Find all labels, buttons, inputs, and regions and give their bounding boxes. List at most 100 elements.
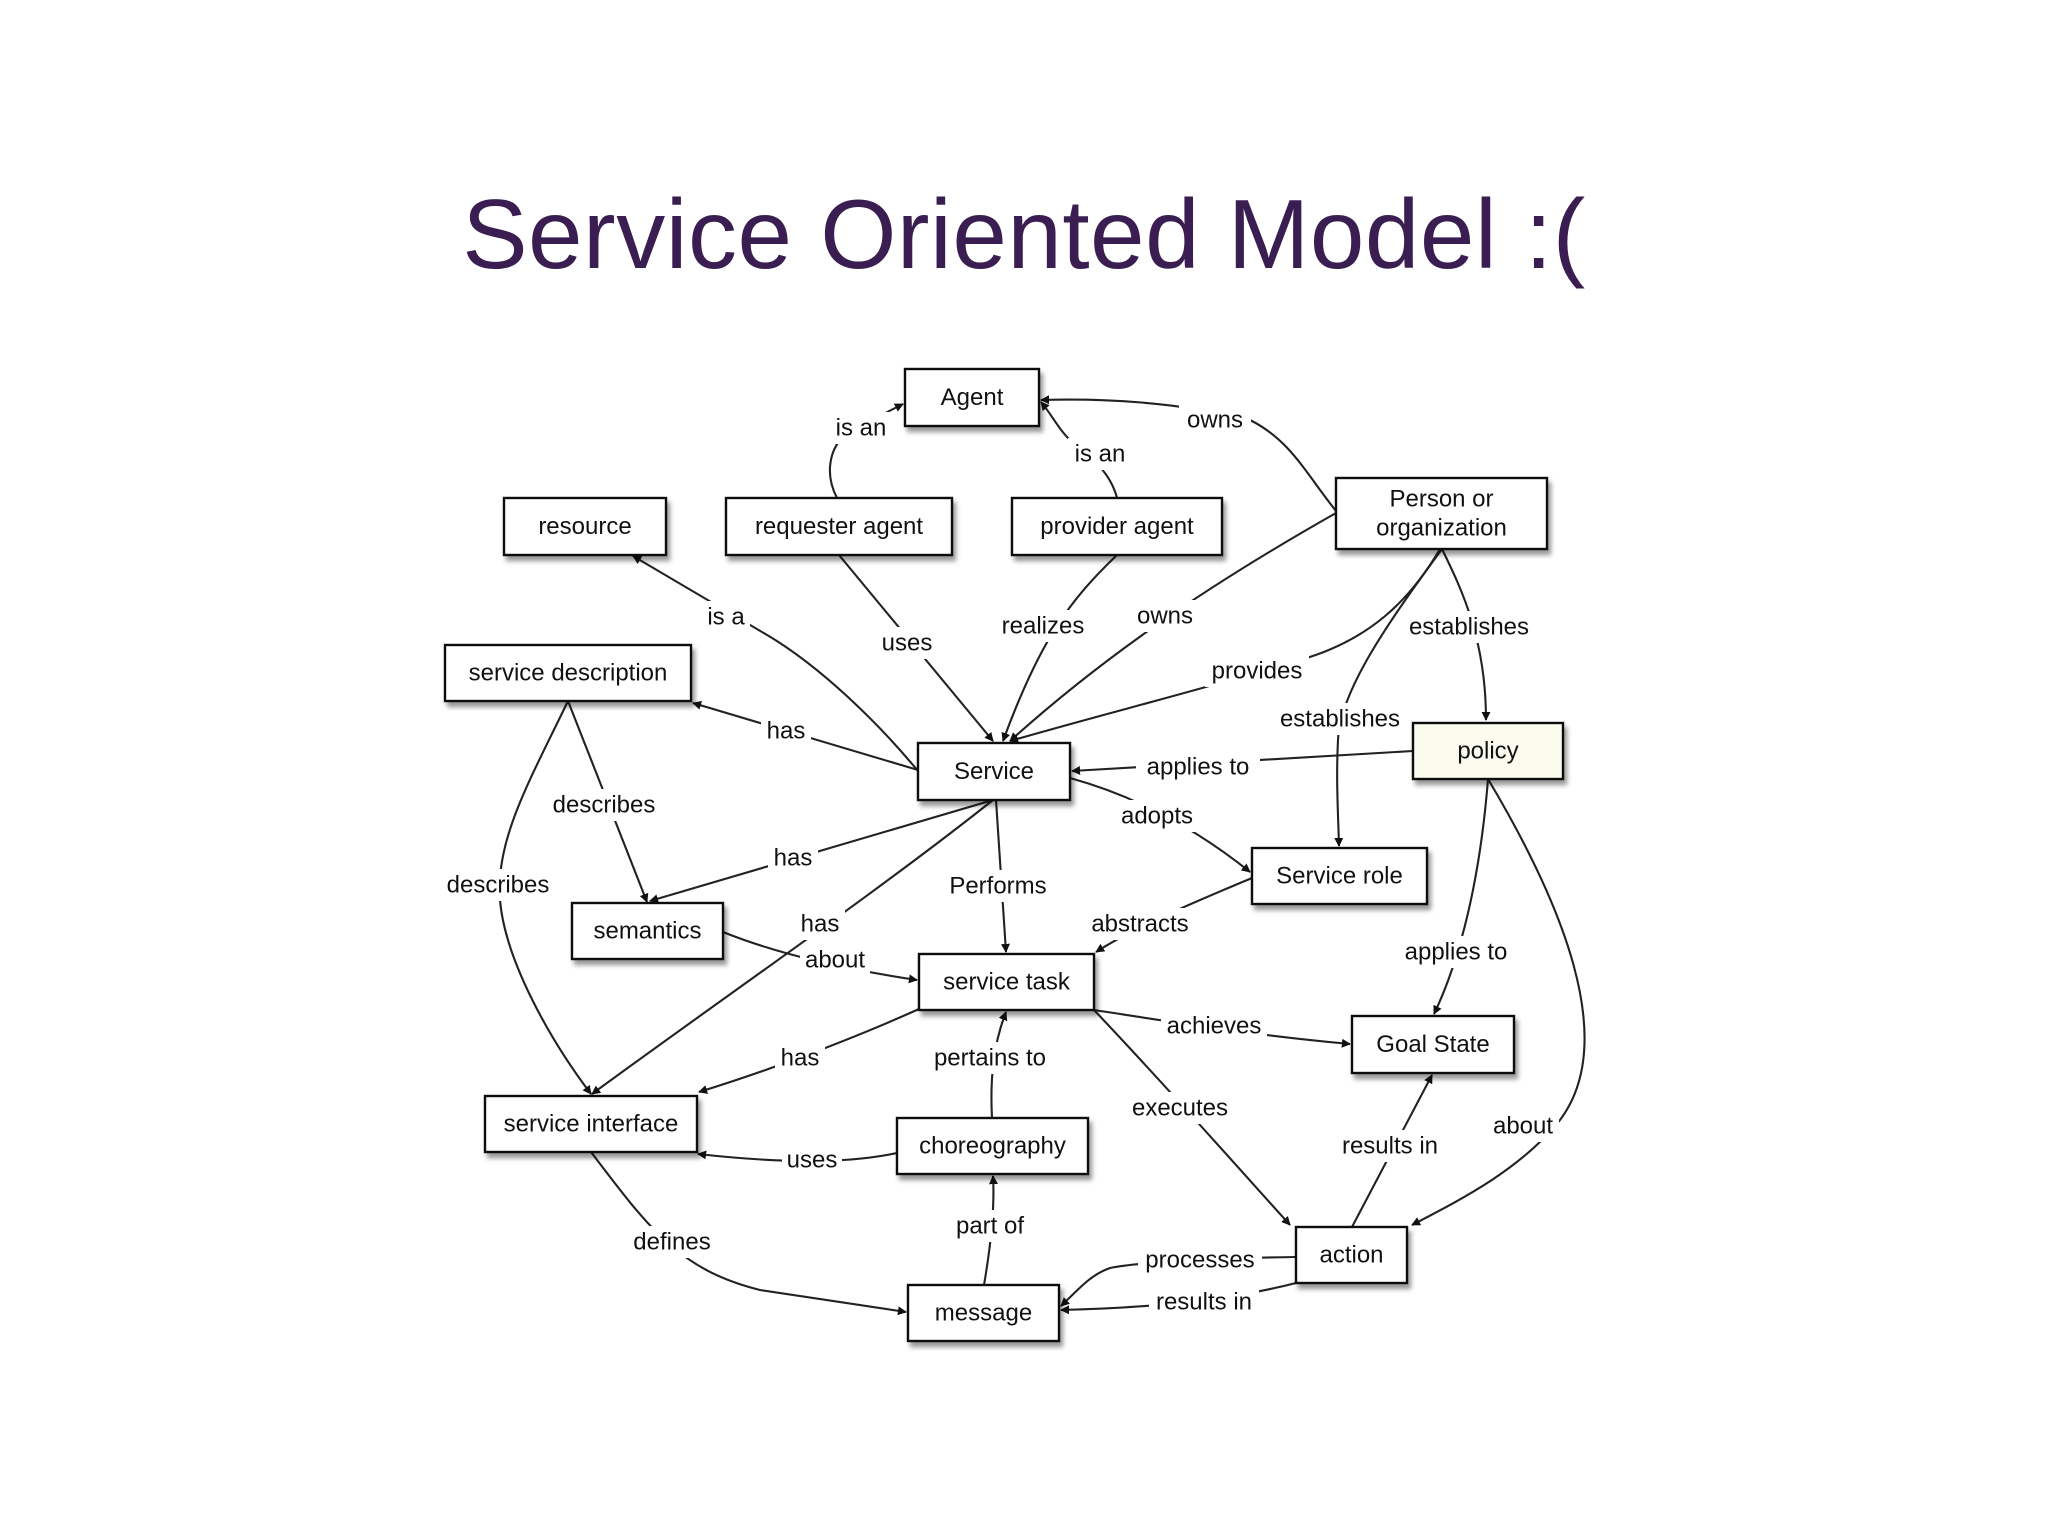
edge-label-gap: [1271, 703, 1409, 735]
edge-task-executes: executes: [1093, 1009, 1291, 1226]
node-box: [1010, 496, 1224, 557]
edge-semantics-about: about: [722, 931, 918, 984]
node-box: [895, 1116, 1090, 1176]
edge-label-gap: [950, 1210, 1030, 1242]
edge-label-gap: [1179, 404, 1251, 436]
node-goal-state: Goal State: [1350, 1014, 1516, 1075]
edge-label: realizes: [1002, 613, 1085, 640]
edge-label: applies to: [1405, 939, 1508, 966]
node-label: Agent: [941, 384, 1004, 411]
edge-label: achieves: [1167, 1013, 1262, 1040]
node-box: [443, 643, 693, 703]
edge-label: describes: [553, 792, 656, 819]
edge-action-processes: processes: [1060, 1244, 1297, 1307]
edge-label: owns: [1187, 407, 1243, 434]
node-requester-agent: requester agent: [724, 496, 954, 557]
edge-label: applies to: [1147, 754, 1250, 781]
node-label: semantics: [593, 918, 701, 945]
edge-label-gap: [702, 601, 750, 633]
node-service-description: service description: [443, 643, 693, 703]
edge-service-isa: is a: [632, 555, 919, 772]
edge-label-gap: [1335, 1130, 1445, 1162]
node-service-interface: service interface: [483, 1094, 699, 1154]
edge-policy-appliesto-goal: applies to: [1398, 778, 1514, 1015]
node-box: [724, 496, 954, 557]
node-action: action: [1294, 1225, 1409, 1285]
edge-task-achieves: achieves: [1093, 1008, 1351, 1048]
edge-person-owns-service: owns: [1009, 512, 1337, 742]
edge-line: [649, 798, 994, 904]
edge-policy-about-action: about: [1411, 778, 1586, 1226]
edge-action-results-message: results in: [1060, 1281, 1297, 1318]
slide-title: Service Oriented Model :(: [462, 179, 1586, 289]
node-label: Person or: [1389, 486, 1493, 513]
node-label: service task: [943, 969, 1071, 996]
node-box: [903, 367, 1041, 428]
edge-label-gap: [782, 1144, 842, 1176]
edge-label-gap: [829, 412, 893, 444]
node-policy: policy: [1411, 721, 1565, 781]
node-box: [916, 741, 1072, 802]
edge-label-gap: [800, 944, 870, 976]
node-service: Service: [916, 741, 1072, 802]
edge-service-performs: Performs: [943, 799, 1053, 953]
edge-label-gap: [926, 1042, 1054, 1074]
node-label: organization: [1376, 515, 1507, 542]
edge-requester-uses: uses: [838, 554, 994, 742]
edge-requester-isan: is an: [829, 403, 904, 499]
edge-label-gap: [1398, 936, 1514, 968]
edge-label: Performs: [949, 873, 1046, 900]
edge-label-gap: [943, 870, 1053, 902]
edge-description-describes-interface: describes: [440, 700, 592, 1095]
node-label: Service role: [1276, 863, 1403, 890]
edge-label-gap: [440, 869, 556, 901]
node-box: [1350, 1014, 1516, 1075]
edge-role-abstracts: abstracts: [1086, 877, 1253, 953]
node-choreography: choreography: [895, 1116, 1090, 1176]
node-box: [1250, 846, 1429, 906]
edge-service-adopts: adopts: [1069, 776, 1251, 873]
edge-label: about: [1493, 1113, 1553, 1140]
node-box: [906, 1283, 1061, 1343]
edge-label: defines: [633, 1229, 710, 1256]
edge-label: is a: [707, 604, 745, 631]
node-service-task: service task: [917, 952, 1096, 1012]
node-agent: Agent: [903, 367, 1041, 428]
edge-line: [591, 799, 994, 1095]
edge-label: has: [781, 1045, 820, 1072]
edge-label: owns: [1137, 603, 1193, 630]
edge-label-gap: [1161, 1010, 1267, 1042]
node-label: requester agent: [755, 513, 923, 540]
node-label: service interface: [504, 1111, 679, 1138]
edge-service-has-semantics: has: [649, 798, 994, 904]
edge-label-gap: [1132, 600, 1198, 632]
edge-label-gap: [1115, 800, 1199, 832]
edge-label: results in: [1156, 1289, 1252, 1316]
edge-label-gap: [1086, 908, 1194, 940]
edge-person-establishes-role: establishes: [1271, 548, 1443, 847]
edge-person-establishes-policy: establishes: [1402, 548, 1536, 721]
edge-message-partof: part of: [950, 1175, 1030, 1286]
edge-policy-appliesto-service: applies to: [1071, 749, 1414, 783]
edge-line: [1433, 778, 1490, 1015]
edge-task-has-interface: has: [698, 1008, 920, 1094]
edge-line: [1093, 1009, 1291, 1226]
edge-label-gap: [768, 842, 818, 874]
edge-label: part of: [956, 1213, 1024, 1240]
edge-label-gap: [877, 627, 937, 659]
edge-provider-realizes: realizes: [995, 554, 1118, 742]
edge-label: adopts: [1121, 803, 1193, 830]
node-label: choreography: [919, 1133, 1066, 1160]
edge-label: about: [805, 947, 865, 974]
edge-label-gap: [775, 1042, 825, 1074]
node-box: [1411, 721, 1565, 781]
edge-line: [1411, 778, 1586, 1226]
node-resource: resource: [502, 496, 668, 557]
edge-label: abstracts: [1091, 911, 1188, 938]
edge-label: uses: [787, 1147, 838, 1174]
node-box: [483, 1094, 699, 1154]
edge-label-gap: [1402, 611, 1536, 643]
